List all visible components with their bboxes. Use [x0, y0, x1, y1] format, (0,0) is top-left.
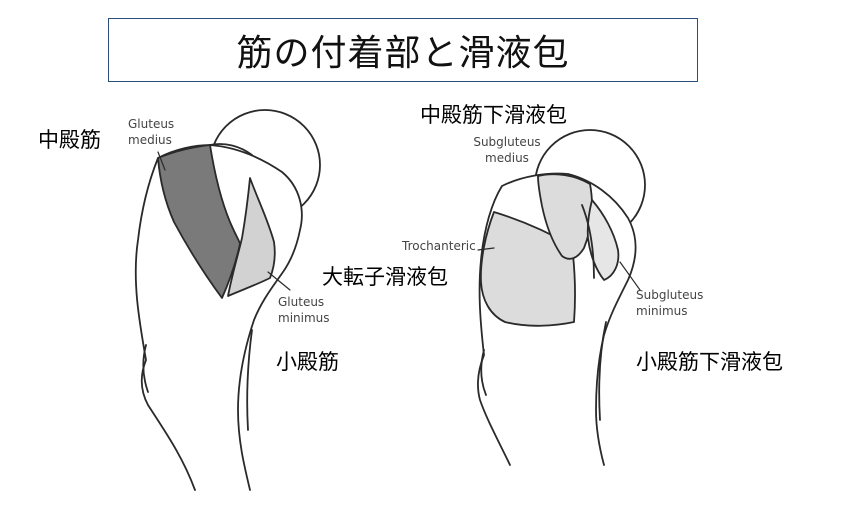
right-lesser-trochanter — [480, 349, 487, 396]
trochanteric-en-label: Trochanteric — [402, 238, 476, 254]
gluteus-medius-en-line1: Gluteus — [128, 117, 175, 131]
right-femur — [477, 129, 646, 466]
subgluteus-medius-en-line1: Subgluteus — [473, 135, 541, 149]
page-title: 筋の付着部と滑液包 — [236, 33, 570, 74]
gluteus-minimus-en-line1: Gluteus — [278, 295, 325, 309]
leader-gluteus-medius — [157, 151, 166, 171]
subgluteus-medius-en-line2: medius — [485, 151, 529, 165]
leader-gluteus-minimus — [267, 271, 291, 291]
trochanteric-en-line1: Trochanteric — [402, 239, 476, 253]
right-contour-line — [581, 204, 595, 279]
left-linea-aspera — [246, 329, 253, 431]
gluteus-minimus-en-label: Gluteus minimus — [278, 294, 330, 326]
left-trochanter-edge — [209, 143, 253, 156]
subgluteus-minimus-en-line2: minimus — [636, 304, 688, 318]
gluteus-minimus-jp-label: 小殿筋 — [276, 350, 339, 374]
left-contour-line — [142, 344, 149, 393]
right-linea-aspera — [598, 321, 607, 421]
leader-trochanteric — [477, 247, 495, 251]
subgluteus-medius-jp-label: 中殿筋下滑液包 — [420, 103, 567, 127]
gluteus-minimus-en-line2: minimus — [278, 311, 330, 325]
gluteus-minimus-attachment — [227, 177, 276, 297]
gluteus-medius-en-line2: medius — [128, 133, 172, 147]
subgluteus-medius-bursa-shape — [537, 173, 593, 260]
subgluteus-medius-en-label: Subgluteus medius — [466, 134, 548, 166]
gluteus-medius-attachment — [157, 144, 241, 299]
trochanteric-jp-label: 大転子滑液包 — [322, 265, 448, 289]
subgluteus-minimus-en-label: Subgluteus minimus — [636, 287, 703, 319]
subgluteus-minimus-jp-label: 小殿筋下滑液包 — [636, 350, 783, 374]
subgluteus-minimus-en-line1: Subgluteus — [636, 288, 704, 302]
gluteus-medius-jp-label: 中殿筋 — [38, 128, 101, 152]
left-femur — [134, 109, 321, 491]
gluteus-medius-en-label: Gluteus medius — [128, 116, 174, 148]
title-box: 筋の付着部と滑液包 — [108, 18, 698, 82]
leader-subgluteus-minimus — [619, 261, 641, 291]
